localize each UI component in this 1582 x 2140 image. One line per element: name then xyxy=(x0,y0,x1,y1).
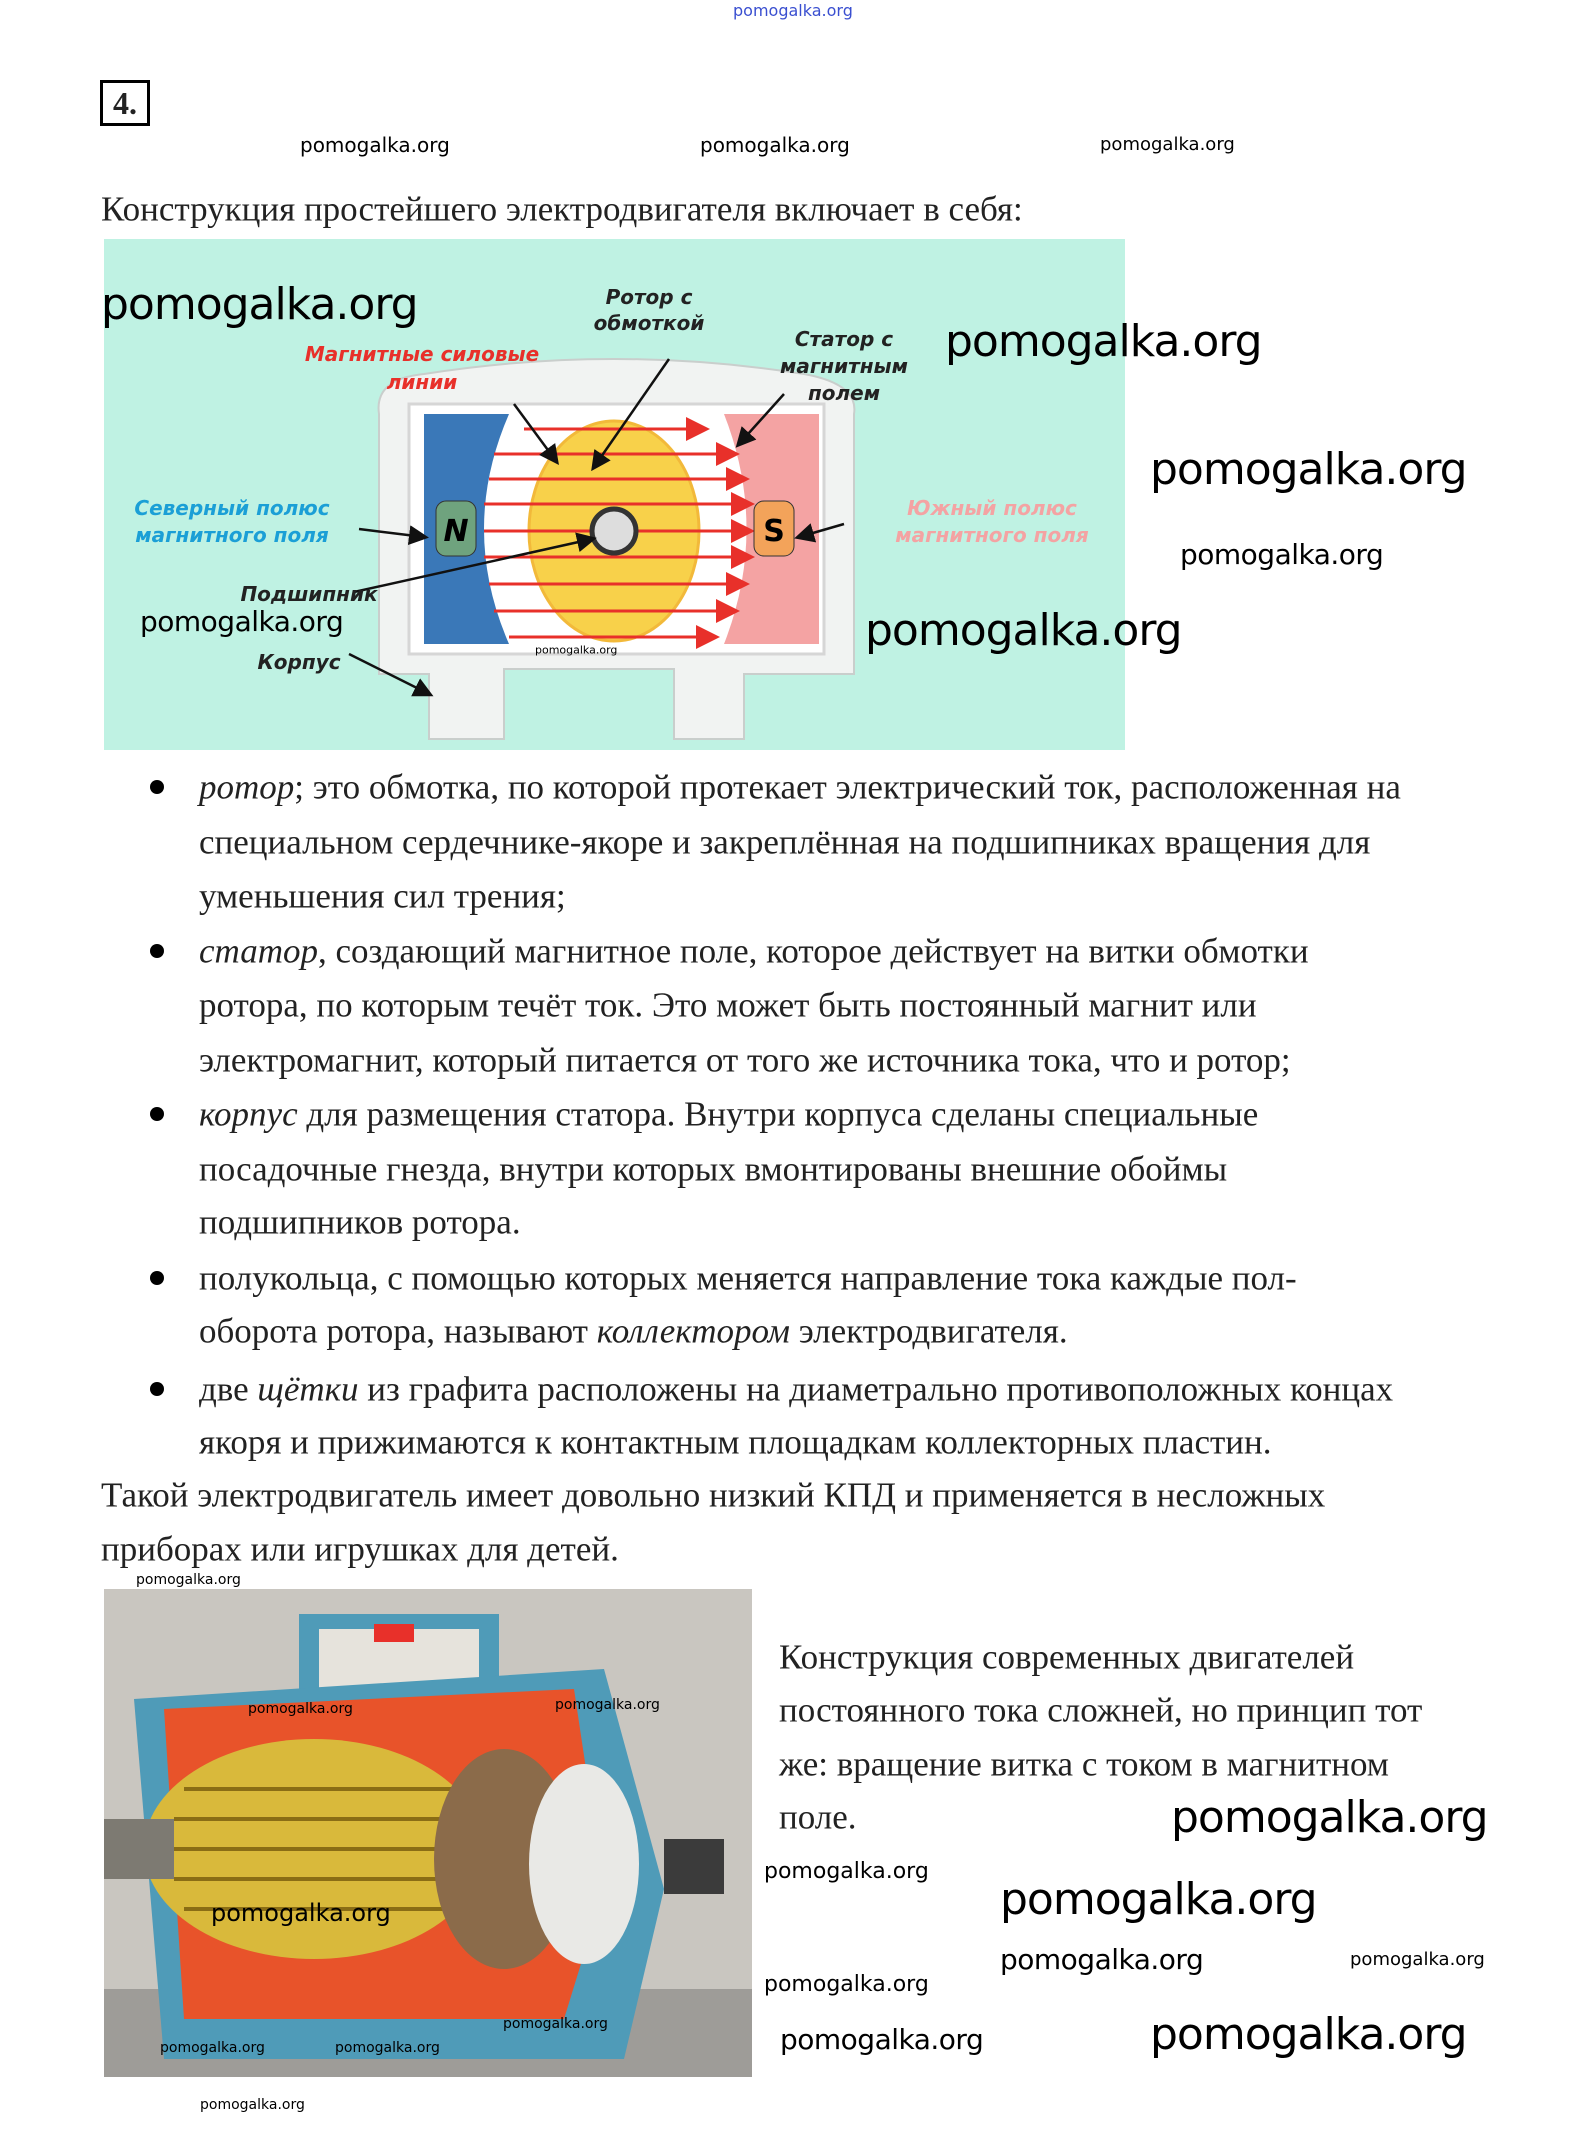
conclusion-line-2: приборах или игрушках для детей. xyxy=(101,1529,619,1569)
watermark: pomogalka.org xyxy=(1150,2009,1468,2060)
watermark: pomogalka.org xyxy=(1000,1874,1318,1925)
watermark: pomogalka.org xyxy=(211,1899,391,1927)
side-text-line-2: постоянного тока сложней, но принцип тот xyxy=(779,1690,1423,1730)
watermark: pomogalka.org xyxy=(555,1697,660,1713)
watermark-top: pomogalka.org xyxy=(733,1,853,20)
s-magnet xyxy=(753,500,795,557)
s-label: S xyxy=(763,514,785,549)
bullet-housing-line-3: подшипников ротора. xyxy=(199,1202,521,1242)
label-rotor-2: обмоткой xyxy=(594,311,705,335)
watermark: pomogalka.org xyxy=(535,643,618,657)
watermark: pomogalka.org xyxy=(503,2016,608,2032)
bullet xyxy=(150,1107,164,1121)
label-housing: Корпус xyxy=(257,650,340,674)
watermark: pomogalka.org xyxy=(700,133,850,157)
motor-photo xyxy=(104,1589,752,2077)
bullet-commutator-line-2: оборота ротора, называют коллектором эле… xyxy=(199,1311,1068,1351)
bullet-brushes-line-1: две щётки из графита расположены на диам… xyxy=(199,1369,1394,1409)
label-south-1: Южный полюс xyxy=(907,496,1077,520)
intro-text: Конструкция простейшего электродвигателя… xyxy=(101,189,1023,229)
bullet-stator-line-1: статор, создающий магнитное поле, которо… xyxy=(199,931,1309,971)
watermark: pomogalka.org xyxy=(300,133,450,157)
side-text-line-4: поле. xyxy=(779,1797,857,1837)
side-text-line-1: Конструкция современных двигателей xyxy=(779,1637,1355,1677)
watermark: pomogalka.org xyxy=(200,2097,305,2113)
bullet-brushes-line-2: якоря и прижимаются к контактным площадк… xyxy=(199,1422,1272,1462)
conclusion-line-1: Такой электродвигатель имеет довольно ни… xyxy=(101,1475,1326,1515)
n-magnet xyxy=(435,500,477,557)
watermark: pomogalka.org xyxy=(1171,1792,1489,1843)
watermark: pomogalka.org xyxy=(1180,538,1384,571)
bullet-stator-line-3: электромагнит, который питается от того … xyxy=(199,1040,1291,1080)
bullet-housing-line-2: посадочные гнезда, внутри которых вмонти… xyxy=(199,1149,1228,1189)
bullet-rotor-line-3: уменьшения сил трения; xyxy=(199,876,566,916)
bullet xyxy=(150,944,164,958)
bearing xyxy=(589,506,639,556)
bullet-rotor-line-2: специальном сердечнике-якоре и закреплён… xyxy=(199,822,1371,862)
watermark: pomogalka.org xyxy=(160,2040,265,2056)
watermark: pomogalka.org xyxy=(945,316,1263,367)
bullet xyxy=(150,1382,164,1396)
watermark: pomogalka.org xyxy=(1100,134,1235,155)
label-north-2: магнитного поля xyxy=(135,523,329,547)
watermark: pomogalka.org xyxy=(764,1859,929,1884)
watermark: pomogalka.org xyxy=(335,2040,440,2056)
bullet-commutator-line-1: полукольца, с помощью которых меняется н… xyxy=(199,1258,1297,1298)
bullet-housing-line-1: корпус для размещения статора. Внутри ко… xyxy=(199,1094,1259,1134)
watermark: pomogalka.org xyxy=(140,605,344,638)
side-text-line-3: же: вращение витка с током в магнитном xyxy=(779,1744,1389,1784)
label-field-lines-2: линии xyxy=(387,370,458,394)
watermark: pomogalka.org xyxy=(101,279,419,330)
n-label: N xyxy=(443,514,468,549)
bullet xyxy=(150,1271,164,1285)
bullet xyxy=(150,780,164,794)
label-rotor-1: Ротор с xyxy=(606,285,693,309)
watermark: pomogalka.org xyxy=(1150,444,1468,495)
watermark: pomogalka.org xyxy=(248,1701,353,1717)
label-bearing: Подшипник xyxy=(240,582,378,606)
watermark: pomogalka.org xyxy=(764,1972,929,1997)
label-north-1: Северный полюс xyxy=(134,496,329,520)
label-stator-2: магнитным xyxy=(780,354,908,378)
label-field-lines-1: Магнитные силовые xyxy=(305,342,539,366)
watermark: pomogalka.org xyxy=(1350,1949,1485,1970)
bullet-rotor-line-1: ротор; это обмотка, по которой протекает… xyxy=(199,767,1401,807)
watermark: pomogalka.org xyxy=(780,2023,984,2056)
task-number: 4. xyxy=(100,80,150,126)
label-south-2: магнитного поля xyxy=(895,523,1089,547)
bullet-stator-line-2: ротора, по которым течёт ток. Это может … xyxy=(199,985,1257,1025)
watermark: pomogalka.org xyxy=(136,1572,241,1588)
motor-diagram: N S Ротор с обмоткой Статор с магнитным … xyxy=(104,239,1125,750)
label-stator-3: полем xyxy=(808,381,880,405)
watermark: pomogalka.org xyxy=(865,605,1183,656)
watermark: pomogalka.org xyxy=(1000,1943,1204,1976)
label-stator-1: Статор с xyxy=(795,327,893,351)
